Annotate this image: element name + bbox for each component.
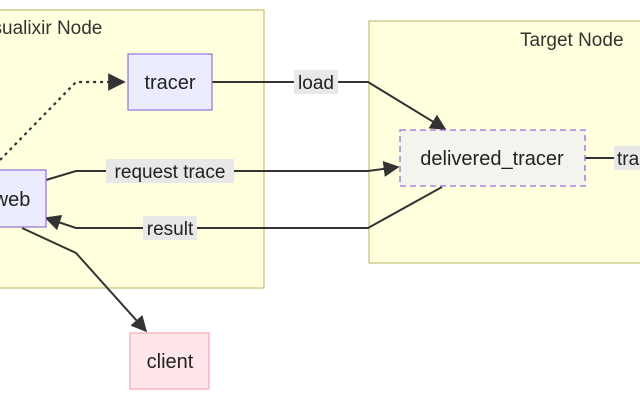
edge-label-load: load (294, 70, 338, 94)
edge-label-trace-out-text: tra (617, 149, 640, 170)
edge-label-load-text: load (298, 73, 334, 94)
node-client-label: client (147, 351, 194, 373)
edge-web-to-client-line (21, 227, 148, 333)
edge-label-result-bg (143, 216, 197, 240)
node-tracer-box[interactable] (127, 53, 213, 111)
node-tracer[interactable]: tracer (127, 53, 213, 111)
node-delivered-tracer-box[interactable] (399, 129, 586, 187)
edge-result-line (44, 186, 443, 231)
edge-web-to-client (21, 227, 148, 333)
edge-label-request-trace-bg (106, 159, 234, 183)
node-client-box[interactable] (129, 332, 210, 390)
edge-label-trace-out-bg (614, 146, 640, 170)
cluster-target-title: Target Node (520, 30, 624, 51)
node-tracer-label: tracer (144, 72, 195, 94)
cluster-visualixir-node: Visualixir Node (0, 9, 265, 289)
edge-label-request-trace-text: request trace (115, 162, 226, 183)
edge-label-result-text: result (147, 219, 194, 240)
edge-web-to-tracer-line (0, 73, 126, 161)
cluster-visualixir-box (0, 9, 265, 289)
node-web[interactable]: web (0, 169, 47, 228)
node-client[interactable]: client (129, 332, 210, 390)
node-delivered-tracer[interactable]: delivered_tracer (399, 129, 586, 187)
cluster-visualixir-title: Visualixir Node (0, 18, 102, 39)
node-web-box[interactable] (0, 169, 47, 228)
edge-load-line (212, 81, 447, 130)
edge-web-to-tracer (0, 73, 126, 161)
edge-load (212, 81, 447, 130)
edge-result (44, 186, 443, 231)
node-delivered-tracer-label: delivered_tracer (420, 148, 564, 170)
node-web-label: web (0, 189, 30, 211)
edge-label-request-trace: request trace (106, 159, 234, 183)
edge-label-load-bg (294, 70, 338, 94)
edge-label-trace-out: tra (614, 146, 640, 170)
edge-label-result: result (143, 216, 197, 240)
